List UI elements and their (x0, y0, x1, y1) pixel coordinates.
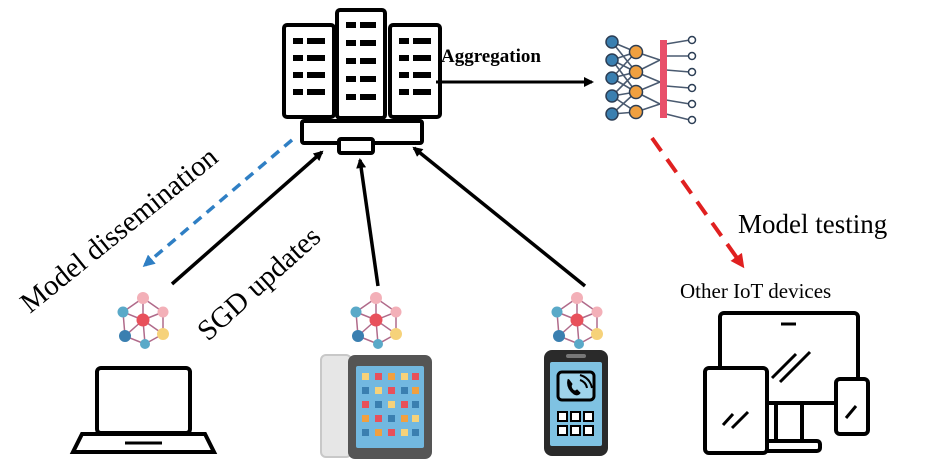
sgd-arrow-phone (412, 146, 587, 288)
laptop-icon (69, 366, 218, 454)
local-model-network-icon-laptop (117, 292, 169, 349)
neural-network-icon (605, 35, 697, 125)
devices-icon (703, 311, 870, 455)
sgd-updates-label: SGD updates (191, 220, 327, 347)
model-testing-label: Model testing (738, 209, 887, 239)
local-model-network-icon-phone (551, 292, 603, 349)
phone-call-icon (556, 370, 596, 402)
tablet-icon (320, 354, 432, 459)
sgd-arrow-tablet (356, 158, 380, 287)
model-dissemination-arrow (142, 138, 294, 267)
model-testing-arrow (650, 136, 745, 269)
smartphone-icon (544, 350, 608, 456)
local-model-network-icon-tablet (350, 292, 402, 349)
model-dissemination-label: Model dissemination (14, 141, 224, 320)
other-iot-devices-label: Other IoT devices (680, 279, 831, 303)
server-rack-icon (282, 8, 442, 155)
aggregation-label: Aggregation (441, 46, 541, 67)
sgd-update-arrows (170, 146, 587, 288)
sgd-arrow-laptop (170, 150, 324, 286)
